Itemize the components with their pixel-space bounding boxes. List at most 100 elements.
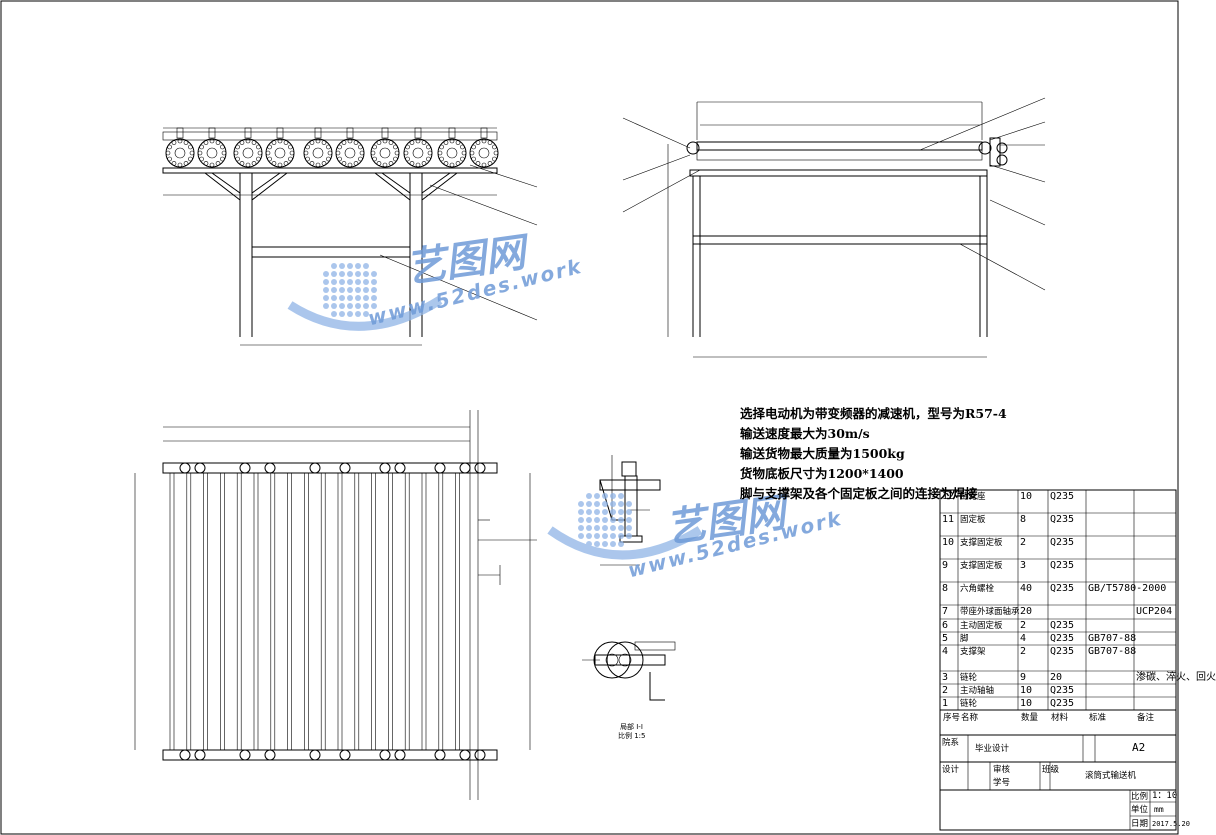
chain-sprocket bbox=[264, 749, 276, 761]
globe-dot bbox=[347, 279, 353, 285]
bom-cell: 支撑固定板 bbox=[960, 538, 1003, 548]
bom-cell: 1 bbox=[942, 698, 949, 709]
globe-dot bbox=[355, 311, 361, 317]
watermark-globe-upper bbox=[287, 263, 443, 331]
bom-header-cell: 备注 bbox=[1137, 713, 1155, 723]
globe-dot bbox=[594, 517, 600, 523]
chain-sprocket bbox=[264, 462, 276, 474]
bom-cell: 20 bbox=[1050, 672, 1063, 683]
unit-value: mm bbox=[1154, 805, 1164, 814]
globe-dot bbox=[347, 311, 353, 317]
bom-cell: 8 bbox=[1020, 514, 1027, 525]
sheet-border bbox=[0, 0, 1179, 835]
globe-dot bbox=[578, 509, 584, 515]
bom-cell: 支撑固定板 bbox=[960, 561, 1003, 571]
globe-dot bbox=[363, 271, 369, 277]
globe-dot bbox=[586, 517, 592, 523]
globe-dot bbox=[323, 279, 329, 285]
bom-cell: 5 bbox=[942, 633, 949, 644]
bom-cell: 固定板 bbox=[960, 515, 986, 525]
globe-dot bbox=[594, 501, 600, 507]
bom-cell: GB707-88 bbox=[1088, 646, 1137, 657]
globe-dot bbox=[610, 517, 616, 523]
globe-dot bbox=[331, 279, 337, 285]
globe-dot bbox=[331, 271, 337, 277]
globe-dot bbox=[594, 533, 600, 539]
chain-sprocket bbox=[459, 749, 471, 761]
globe-dot bbox=[355, 295, 361, 301]
role-school: 院系 bbox=[942, 738, 960, 748]
bom-cell: Q235 bbox=[1050, 633, 1075, 644]
globe-dot bbox=[610, 509, 616, 515]
bom-cell: 2 bbox=[942, 685, 949, 696]
front-view bbox=[162, 127, 538, 346]
bom-cell: 3 bbox=[1020, 560, 1027, 571]
sprocket bbox=[233, 127, 263, 168]
globe-dot bbox=[578, 533, 584, 539]
chain-sprocket bbox=[339, 749, 351, 761]
globe-dot bbox=[363, 279, 369, 285]
bom-cell: UCP204 bbox=[1136, 606, 1173, 617]
globe-dot bbox=[323, 287, 329, 293]
sprocket bbox=[335, 127, 365, 168]
globe-dot bbox=[602, 525, 608, 531]
globe-dot bbox=[339, 295, 345, 301]
role-check: 审核 bbox=[993, 765, 1011, 775]
bom-cell: GB707-88 bbox=[1088, 633, 1137, 644]
globe-dot bbox=[371, 279, 377, 285]
bom-cell: 主动固定板 bbox=[960, 621, 1003, 631]
globe-dot bbox=[602, 501, 608, 507]
chain-sprocket bbox=[239, 462, 251, 474]
sprocket bbox=[197, 127, 227, 168]
globe-dot bbox=[363, 287, 369, 293]
bom-cell: 10 bbox=[1020, 491, 1033, 502]
unit-label: 单位 bbox=[1131, 805, 1149, 815]
note-line: 货物底板尺寸为1200*1400 bbox=[740, 466, 904, 481]
globe-dot bbox=[578, 525, 584, 531]
chain-sprocket bbox=[239, 749, 251, 761]
globe-dot bbox=[594, 541, 600, 547]
globe-dot bbox=[347, 263, 353, 269]
bom-cell: 链轮 bbox=[960, 699, 978, 709]
bom-cell: 链轮 bbox=[960, 673, 978, 683]
globe-dot bbox=[626, 509, 632, 515]
technical-notes: 选择电动机为带变频器的减速机，型号为R57-4 输送速度最大为30m/s 输送货… bbox=[740, 404, 1007, 504]
bom-cell: 10 bbox=[1020, 698, 1033, 709]
globe-dot bbox=[618, 493, 624, 499]
bom-cell: 主动轴轴 bbox=[960, 686, 995, 696]
globe-dot bbox=[626, 501, 632, 507]
bom-cell: 带座外球面轴承 bbox=[960, 607, 1020, 617]
globe-dot bbox=[610, 525, 616, 531]
chain-sprocket bbox=[179, 749, 191, 761]
globe-dot bbox=[626, 525, 632, 531]
globe-dot bbox=[586, 493, 592, 499]
bom-cell: Q235 bbox=[1050, 698, 1075, 709]
globe-dot bbox=[355, 287, 361, 293]
sheet-size: A2 bbox=[1132, 741, 1146, 754]
bom-cell: Q235 bbox=[1050, 685, 1075, 696]
bom-header-cell: 标准 bbox=[1089, 713, 1107, 723]
globe-dot bbox=[618, 541, 624, 547]
section-scale: 比例 1:5 bbox=[618, 732, 646, 740]
note-line: 输送货物最大质量为1500kg bbox=[740, 446, 905, 461]
globe-dot bbox=[594, 493, 600, 499]
globe-dot bbox=[610, 501, 616, 507]
globe-dot bbox=[363, 263, 369, 269]
globe-dot bbox=[371, 295, 377, 301]
bom-cell: Q235 bbox=[1050, 491, 1075, 502]
design-label: 毕业设计 bbox=[975, 744, 1010, 754]
scale-label: 比例 bbox=[1131, 792, 1149, 802]
globe-dot bbox=[586, 525, 592, 531]
note-line: 脚与支撑架及各个固定板之间的连接为焊接 bbox=[740, 486, 978, 501]
bom-cell: Q235 bbox=[1050, 537, 1075, 548]
chain-sprocket bbox=[194, 462, 206, 474]
bom-cell: 脚 bbox=[960, 634, 969, 644]
globe-dot bbox=[586, 501, 592, 507]
cad-drawing-sheet bbox=[0, 0, 1179, 835]
title-block-grid bbox=[939, 489, 1177, 831]
chain-sprocket bbox=[474, 749, 486, 761]
role-student: 学号 bbox=[993, 778, 1011, 788]
globe-dot bbox=[618, 517, 624, 523]
globe-dot bbox=[602, 509, 608, 515]
globe-dot bbox=[339, 271, 345, 277]
